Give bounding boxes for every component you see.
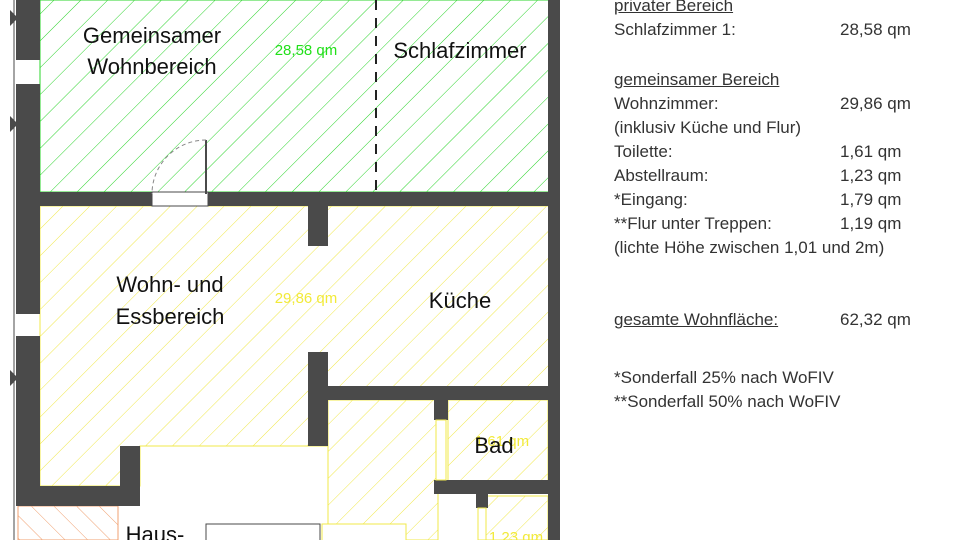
legend-note-2: **Sonderfall 50% nach WoFIV <box>614 392 841 411</box>
room-private <box>39 0 551 193</box>
legend-private-heading: privater Bereich <box>614 0 734 15</box>
legend-total-label: gesamte Wohnfläche: <box>614 310 779 329</box>
room-shared <box>39 205 551 540</box>
area-shared: 29,86 qm <box>275 290 338 307</box>
legend-hall-value: 1,19 qm <box>840 214 902 233</box>
stair-box-right <box>321 523 407 540</box>
label-bedroom: Schlafzimmer <box>393 38 526 63</box>
area-private: 28,58 qm <box>275 42 338 59</box>
legend-living-label: Wohnzimmer: <box>614 94 719 113</box>
walls <box>16 0 560 540</box>
label-entrance: Haus- <box>126 522 185 540</box>
bath-doorway <box>435 419 447 481</box>
legend-shared-heading: gemeinsamer Bereich <box>614 70 780 89</box>
label-bath: Bad <box>474 433 513 458</box>
room-entrance <box>17 505 119 540</box>
floor-plan: Gemeinsamer Wohnbereich 28,58 qm Schlafz… <box>10 0 560 540</box>
legend-living-note: (inklusiv Küche und Flur) <box>614 118 802 137</box>
legend-toilet-value: 1,61 qm <box>840 142 902 161</box>
legend-living-value: 29,86 qm <box>840 94 911 113</box>
label-kitchen: Küche <box>429 288 491 313</box>
room-storage <box>485 495 549 540</box>
legend-entry-value: 1,79 qm <box>840 190 902 209</box>
area-bath: 1,61 qm <box>475 433 529 450</box>
area-legend: privater Bereich Schlafzimmer 1: 28,58 q… <box>614 0 954 414</box>
legend-storage-label: Abstellraum: <box>614 166 709 185</box>
area-storage: 1,23 qm <box>489 529 543 540</box>
legend-total-value: 62,32 qm <box>840 310 911 329</box>
legend-entry-label: *Eingang: <box>614 190 688 209</box>
label-living-dining-2: Essbereich <box>116 304 225 329</box>
legend-storage-value: 1,23 qm <box>840 166 902 185</box>
legend-bedroom-label: Schlafzimmer 1: <box>614 20 736 39</box>
storage-doorway <box>477 507 487 540</box>
legend-toilet-label: Toilette: <box>614 142 673 161</box>
legend-bedroom-value: 28,58 qm <box>840 20 911 39</box>
label-living-shared-1: Gemeinsamer <box>83 23 221 48</box>
label-living-dining-1: Wohn- und <box>116 272 223 297</box>
legend-height-note: (lichte Höhe zwischen 1,01 und 2m) <box>614 238 885 257</box>
legend-note-1: *Sonderfall 25% nach WoFIV <box>614 368 834 387</box>
stair-box-left <box>205 523 321 540</box>
label-living-shared-2: Wohnbereich <box>87 54 216 79</box>
door-living <box>151 139 209 207</box>
legend-hall-label: **Flur unter Treppen: <box>614 214 772 233</box>
